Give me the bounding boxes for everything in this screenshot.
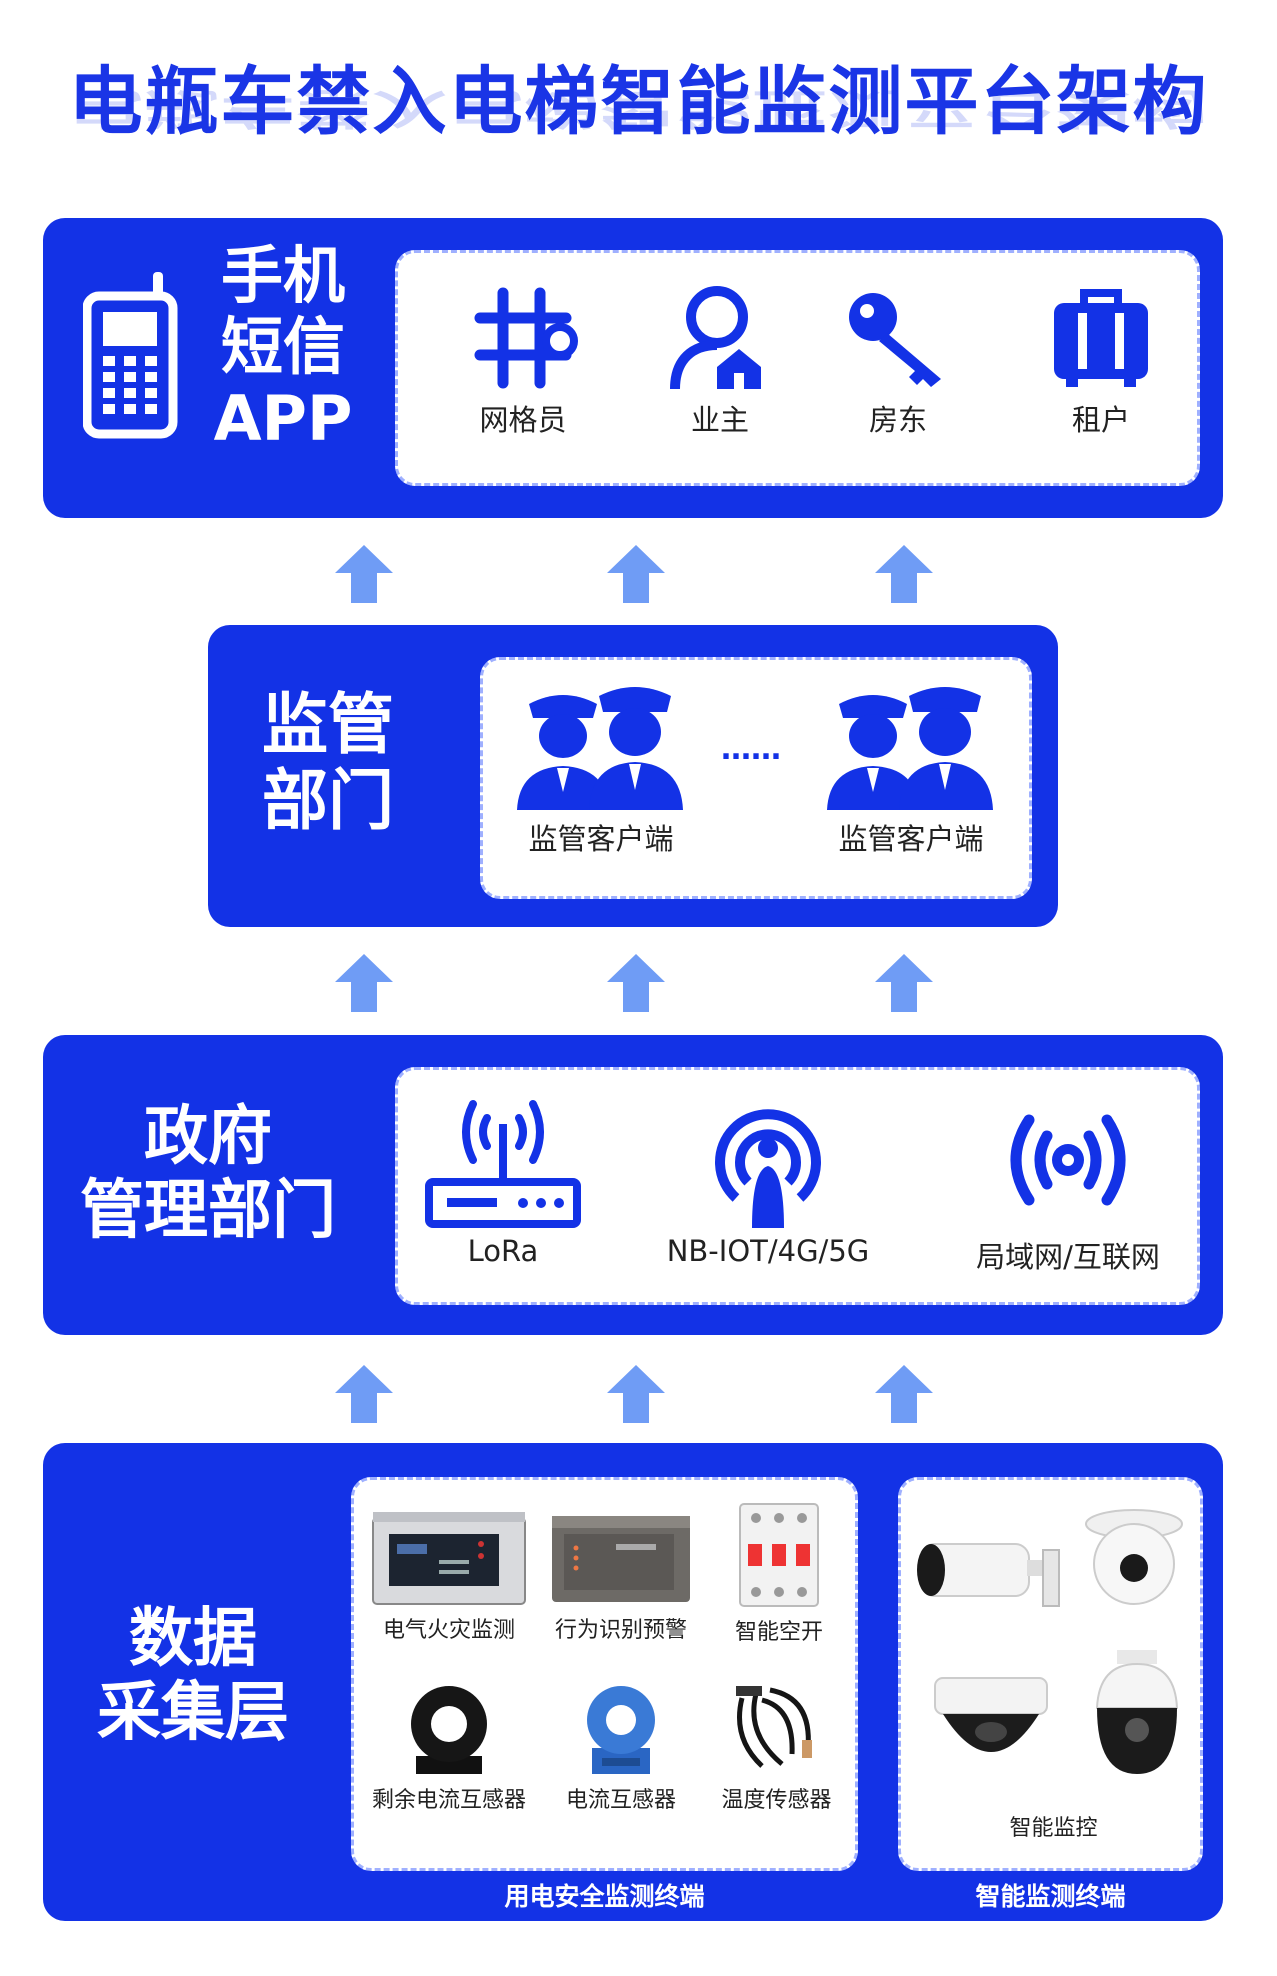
device-item: 剩余电流互感器 — [364, 1678, 534, 1814]
fire-monitor-device-icon — [372, 1512, 526, 1605]
device-label: 电流互感器 — [565, 1788, 676, 1813]
user-item-label: 业主 — [690, 403, 749, 437]
wireless-signal-icon — [1010, 1114, 1126, 1206]
device-item: 电流互感器 — [536, 1678, 706, 1814]
current-transformer-icon — [587, 1686, 655, 1774]
police-pair-icon — [827, 687, 993, 810]
router-antenna-icon — [425, 1100, 581, 1228]
up-arrow-icon — [607, 954, 665, 1012]
device-item: 智能空开 — [704, 1500, 854, 1646]
up-arrow-icon — [875, 545, 933, 603]
mobile-phone-icon — [83, 272, 178, 439]
device-label: 温度传感器 — [721, 1788, 832, 1813]
up-arrow-icon — [875, 954, 933, 1012]
up-arrow-icon — [335, 954, 393, 1012]
government-label-line-2: 管理部门 — [80, 1173, 336, 1248]
app-layer-panel: 手机 短信 APP 网格员 业主 — [43, 218, 1223, 518]
data-layer-panel: 数据 采集层 电气火灾监测 行为识别预警 — [43, 1443, 1223, 1921]
device-item: 电气火灾监测 — [364, 1508, 534, 1644]
power-safety-caption: 用电安全监测终端 — [504, 1882, 705, 1911]
up-arrow-icon — [335, 545, 393, 603]
government-layer-panel: 政府 管理部门 LoRa — [43, 1035, 1223, 1335]
device-label: 电气火灾监测 — [382, 1618, 515, 1643]
network-item-nbiot: NB-IOT/4G/5G — [623, 1090, 913, 1268]
network-item-lan: 局域网/互联网 — [953, 1090, 1183, 1276]
user-item-landlord: 房东 — [823, 283, 973, 439]
user-item-label: 网格员 — [479, 403, 567, 437]
owner-person-home-icon — [670, 286, 761, 390]
title-reflection: 电瓶车禁入电梯智能监测平台架构 — [68, 84, 1209, 132]
up-arrow-icon — [875, 1365, 933, 1423]
device-label: 智能空开 — [734, 1620, 823, 1645]
network-item-lora: LoRa — [423, 1090, 583, 1268]
client-label: 监管客户端 — [528, 822, 674, 856]
user-item-label: 房东 — [868, 403, 927, 437]
app-label-line-1: 手机 — [220, 239, 345, 312]
supervision-client-item: 监管客户端 — [501, 682, 701, 858]
key-icon — [849, 293, 941, 387]
network-label: 局域网/互联网 — [976, 1240, 1160, 1274]
residual-current-transformer-icon — [411, 1686, 487, 1774]
up-arrow-icon — [607, 545, 665, 603]
ptz-camera-icon — [1095, 1650, 1179, 1774]
government-label-line-1: 政府 — [144, 1100, 272, 1174]
government-layer-label: 政府 管理部门 — [63, 1100, 353, 1248]
turret-camera-icon — [1085, 1509, 1183, 1605]
device-label: 行为识别预警 — [554, 1618, 687, 1643]
page-title: 电瓶车禁入电梯智能监测平台架构 — [68, 59, 1209, 145]
device-item: 行为识别预警 — [536, 1508, 706, 1644]
app-label-line-2: 短信 — [220, 310, 345, 384]
user-item-label: 租户 — [1071, 403, 1130, 437]
smart-monitor-label: 智能监控 — [1009, 1816, 1098, 1841]
data-label-line-1: 数据 — [129, 1602, 257, 1676]
smart-monitor-box: 智能监控 — [898, 1477, 1203, 1871]
dome-camera-icon — [934, 1677, 1048, 1752]
app-label-line-3: APP — [213, 381, 353, 455]
temperature-sensor-icon — [735, 1686, 812, 1768]
supervision-label-line-2: 部门 — [262, 761, 394, 839]
bullet-camera-icon — [917, 1543, 1060, 1607]
broadcast-person-icon — [715, 1109, 821, 1228]
power-safety-box: 电气火灾监测 行为识别预警 智能空开 — [351, 1477, 858, 1871]
police-pair-icon — [517, 687, 683, 810]
network-label: LoRa — [467, 1234, 539, 1268]
app-users-box: 网格员 业主 房东 — [395, 250, 1200, 486]
behavior-warning-device-icon — [552, 1516, 690, 1602]
supervision-clients-box: 监管客户端 …… 监管客户端 — [480, 657, 1032, 899]
up-arrow-icon — [335, 1365, 393, 1423]
luggage-icon — [1054, 289, 1148, 387]
supervision-client-item: 监管客户端 — [811, 682, 1011, 858]
grid-network-icon — [474, 287, 578, 389]
ellipsis: …… — [721, 732, 781, 767]
network-box: LoRa NB-IOT/4G/5G 局域网/互联 — [395, 1067, 1200, 1305]
supervision-layer-panel: 监管 部门 监管客户端 …… — [208, 625, 1058, 927]
data-label-line-2: 采集层 — [97, 1675, 289, 1750]
supervision-label-line-1: 监管 — [262, 686, 394, 763]
user-item-owner: 业主 — [645, 283, 795, 439]
smart-monitor-caption: 智能监测终端 — [975, 1882, 1126, 1911]
device-item: 温度传感器 — [699, 1678, 854, 1814]
supervision-layer-label: 监管 部门 — [258, 687, 398, 839]
device-label: 剩余电流互感器 — [371, 1788, 526, 1813]
app-layer-label: 手机 短信 APP — [208, 240, 358, 454]
network-label: NB-IOT/4G/5G — [666, 1234, 870, 1268]
client-label: 监管客户端 — [838, 822, 984, 856]
data-layer-label: 数据 采集层 — [63, 1602, 323, 1750]
user-item-grid-worker: 网格员 — [448, 283, 598, 439]
user-item-tenant: 租户 — [1026, 283, 1176, 439]
smart-breaker-icon — [739, 1503, 819, 1607]
up-arrow-icon — [607, 1365, 665, 1423]
